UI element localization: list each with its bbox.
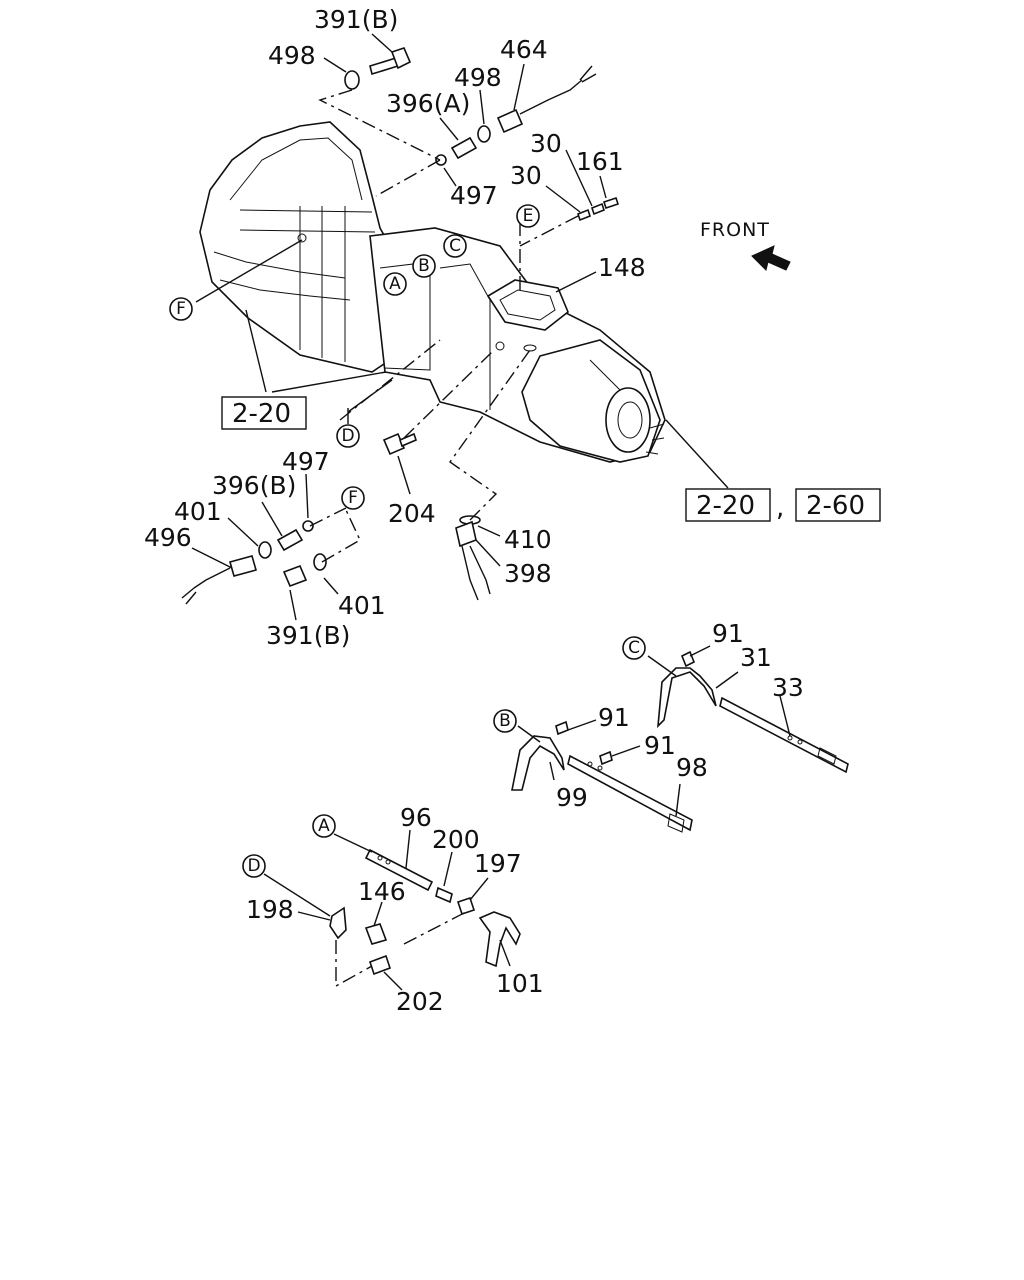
callout-161: 161 — [576, 147, 624, 176]
callout-98: 98 — [676, 753, 708, 782]
callout-30-a: 30 — [530, 129, 562, 158]
circle-letter-e-case: E — [523, 206, 534, 226]
callout-200: 200 — [432, 825, 480, 854]
callout-31: 31 — [740, 643, 772, 672]
callout-391b-top: 391(B) — [314, 5, 398, 34]
washer-401-left — [258, 541, 272, 559]
spring-200 — [435, 886, 453, 904]
circle-letter-a-case: A — [389, 274, 401, 294]
callout-30-b: 30 — [510, 161, 542, 190]
callout-33: 33 — [772, 673, 804, 702]
callout-496: 496 — [144, 523, 192, 552]
rod-98 — [567, 754, 693, 833]
reference-box-left: 2-20 — [232, 399, 291, 429]
callout-401-left: 401 — [174, 497, 222, 526]
callout-396b: 396(B) — [212, 471, 296, 500]
front-arrow-icon — [751, 245, 791, 271]
circle-letters: A B C D E F F C B A D — [169, 204, 646, 878]
shift-forks — [263, 645, 849, 991]
pins-30-161 — [577, 196, 620, 222]
reference-boxes: 2-20 2-20 , 2-60 — [221, 396, 881, 523]
callout-146: 146 — [358, 877, 406, 906]
bolt-146 — [364, 923, 388, 945]
ball-497-mid — [302, 520, 314, 532]
callout-labels: 391(B) 498 396(A) 498 464 497 30 30 161 … — [144, 5, 804, 1016]
ball-497-top — [435, 154, 447, 166]
rod-96 — [364, 848, 434, 892]
fork-99 — [511, 720, 613, 791]
callout-391b-bottom: 391(B) — [266, 621, 350, 650]
callout-91-low: 91 — [644, 731, 676, 760]
transmission-case — [199, 121, 666, 463]
circle-letter-d-rod: D — [247, 856, 260, 876]
lower-left-hardware — [181, 339, 531, 621]
switch-464 — [496, 65, 597, 134]
circle-letter-c-fork: C — [628, 638, 640, 658]
callout-91-top: 91 — [712, 619, 744, 648]
circle-letter-d-case: D — [341, 426, 354, 446]
callout-91-mid: 91 — [598, 703, 630, 732]
circle-letter-f-sensor: F — [348, 488, 358, 508]
bolt-391b-top — [369, 47, 412, 76]
bolt-391b-bottom — [282, 564, 308, 588]
callout-498-left: 498 — [268, 41, 316, 70]
washer-401-right — [313, 553, 327, 571]
callout-198: 198 — [246, 895, 294, 924]
reference-box-right-a: 2-20 — [696, 491, 755, 521]
lever-198 — [329, 906, 347, 940]
callout-497-mid: 497 — [282, 447, 330, 476]
callout-101: 101 — [496, 969, 544, 998]
pin-396b — [276, 528, 304, 552]
circle-letter-a-rod: A — [318, 816, 330, 836]
fork-101 — [478, 911, 521, 968]
circle-letter-b-case: B — [418, 256, 430, 276]
callout-396a: 396(A) — [386, 89, 470, 118]
pin-396a — [450, 136, 478, 160]
bolt-204 — [382, 432, 417, 456]
callout-498-right: 498 — [454, 63, 502, 92]
callout-398: 398 — [504, 559, 552, 588]
callout-148: 148 — [598, 253, 646, 282]
circle-letter-f-case: F — [176, 299, 186, 319]
bolt-202 — [368, 954, 392, 976]
callout-464: 464 — [500, 35, 548, 64]
callout-96: 96 — [400, 803, 432, 832]
fork-31 — [657, 650, 717, 729]
washer-498-right — [477, 125, 491, 143]
callout-202: 202 — [396, 987, 444, 1016]
front-label: FRONT — [700, 219, 770, 241]
clip-197 — [456, 896, 476, 916]
reference-separator: , — [776, 493, 784, 523]
callout-204: 204 — [388, 499, 436, 528]
sensor-496 — [181, 555, 257, 605]
callout-197: 197 — [474, 849, 522, 878]
top-hardware — [318, 33, 620, 293]
rod-33 — [719, 696, 849, 774]
reference-box-right-b: 2-60 — [806, 491, 865, 521]
washer-498-left — [344, 70, 360, 90]
callout-410: 410 — [504, 525, 552, 554]
front-indicator: FRONT — [700, 219, 791, 271]
circle-letter-c-case: C — [449, 236, 461, 256]
callout-99: 99 — [556, 783, 588, 812]
callout-401-right: 401 — [338, 591, 386, 620]
callout-497-top: 497 — [450, 181, 498, 210]
circle-letter-b-fork: B — [499, 711, 511, 731]
